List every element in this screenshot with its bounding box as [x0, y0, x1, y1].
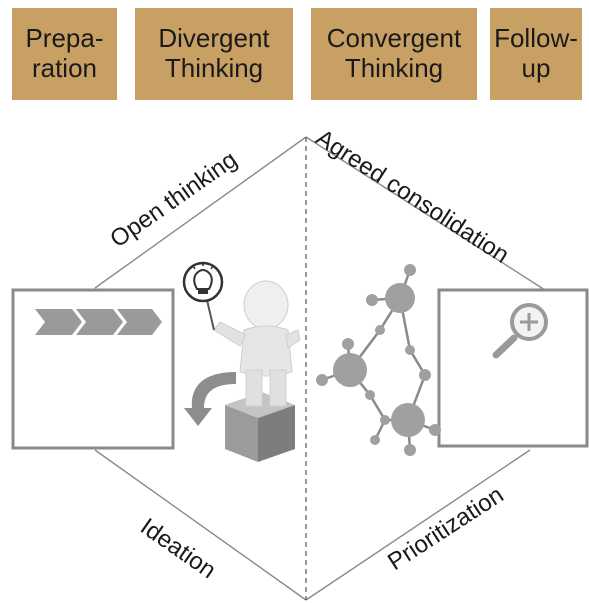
molecule-atoms — [316, 264, 441, 456]
phase-label-line2: up — [521, 53, 551, 83]
lightbulb-icon — [182, 261, 224, 303]
phase-divergent-thinking: Divergent Thinking — [135, 8, 293, 100]
thinking-person-icon — [206, 280, 301, 407]
chevron-arrows-icon — [35, 309, 162, 335]
phase-label-line1: Follow- — [494, 23, 578, 54]
phase-convergent-thinking: Convergent Thinking — [311, 8, 477, 100]
magnifier-plus-icon — [492, 303, 548, 359]
phase-label-line1: Prepa- — [25, 23, 104, 54]
phase-label-line1: Divergent — [158, 23, 270, 54]
phase-label-line1: Convergent — [326, 23, 462, 54]
phase-preparation: Prepa- ration — [12, 8, 117, 100]
diamond-outline — [94, 136, 546, 601]
phase-label-line2: Thinking — [164, 53, 264, 83]
phase-label-line2: Thinking — [344, 53, 444, 83]
phase-label-line2: ration — [31, 53, 98, 83]
curved-arrow-icon — [184, 372, 236, 426]
phase-follow-up: Follow- up — [490, 8, 582, 100]
